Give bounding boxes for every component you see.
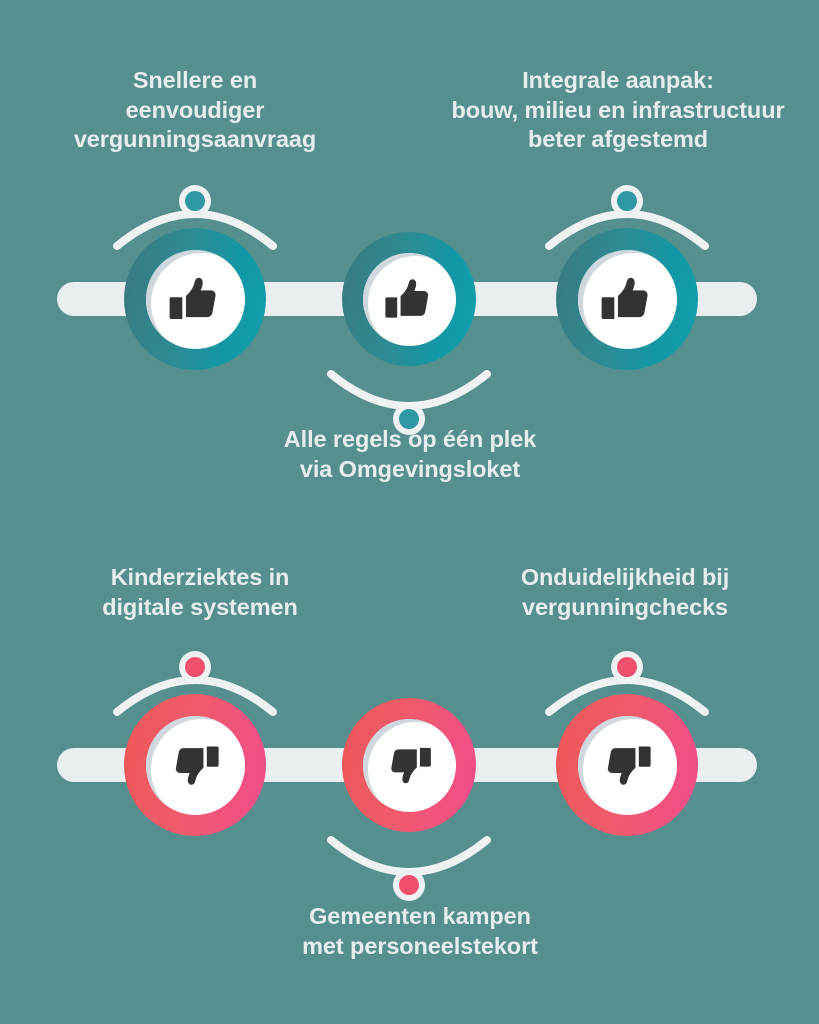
negative-caption-top-left: Kinderziektes in digitale systemen	[102, 564, 298, 620]
negative-caption-top-right: Onduidelijkheid bij vergunningchecks	[520, 564, 730, 620]
positive-caption-top-right: Integrale aanpak: bouw, milieu en infras…	[451, 67, 785, 153]
negative-caption-bottom-middle: Gemeenten kampen met personeelstekort	[302, 903, 538, 959]
positive-connector-arc-left	[107, 178, 283, 252]
disc-inner-circle	[145, 715, 245, 815]
thumbs-down-disc-middle[interactable]	[342, 698, 476, 832]
thumbs-down-disc-left[interactable]	[124, 694, 266, 836]
disc-inner-circle	[145, 249, 245, 349]
negative-connector-arc-left	[107, 644, 283, 718]
thumbs-up-icon	[382, 272, 436, 326]
thumbs-up-disc-right[interactable]	[556, 228, 698, 370]
disc-inner-circle	[362, 718, 456, 812]
thumbs-down-icon	[168, 738, 222, 792]
positive-connector-arc-middle	[321, 368, 497, 442]
positive-points-section: Snellere en eenvoudiger vergunningsaanvr…	[57, 67, 785, 482]
thumbs-up-disc-left[interactable]	[124, 228, 266, 370]
disc-inner-circle	[577, 715, 677, 815]
positive-connector-arc-right	[539, 178, 715, 252]
thumbs-up-icon	[166, 270, 224, 328]
disc-inner-circle	[362, 252, 456, 346]
thumbs-down-disc-right[interactable]	[556, 694, 698, 836]
disc-inner-circle	[577, 249, 677, 349]
positive-caption-top-left: Snellere en eenvoudiger vergunningsaanvr…	[73, 67, 317, 153]
negative-connector-arc-middle	[321, 834, 497, 908]
thumbs-up-disc-middle[interactable]	[342, 232, 476, 366]
thumbs-down-icon	[600, 738, 654, 792]
thumbs-down-icon	[384, 740, 434, 790]
positive-caption-bottom-middle: Alle regels op één plek via Omgevingslok…	[283, 426, 537, 482]
negative-connector-arc-right	[539, 644, 715, 718]
thumbs-up-icon	[598, 270, 656, 328]
